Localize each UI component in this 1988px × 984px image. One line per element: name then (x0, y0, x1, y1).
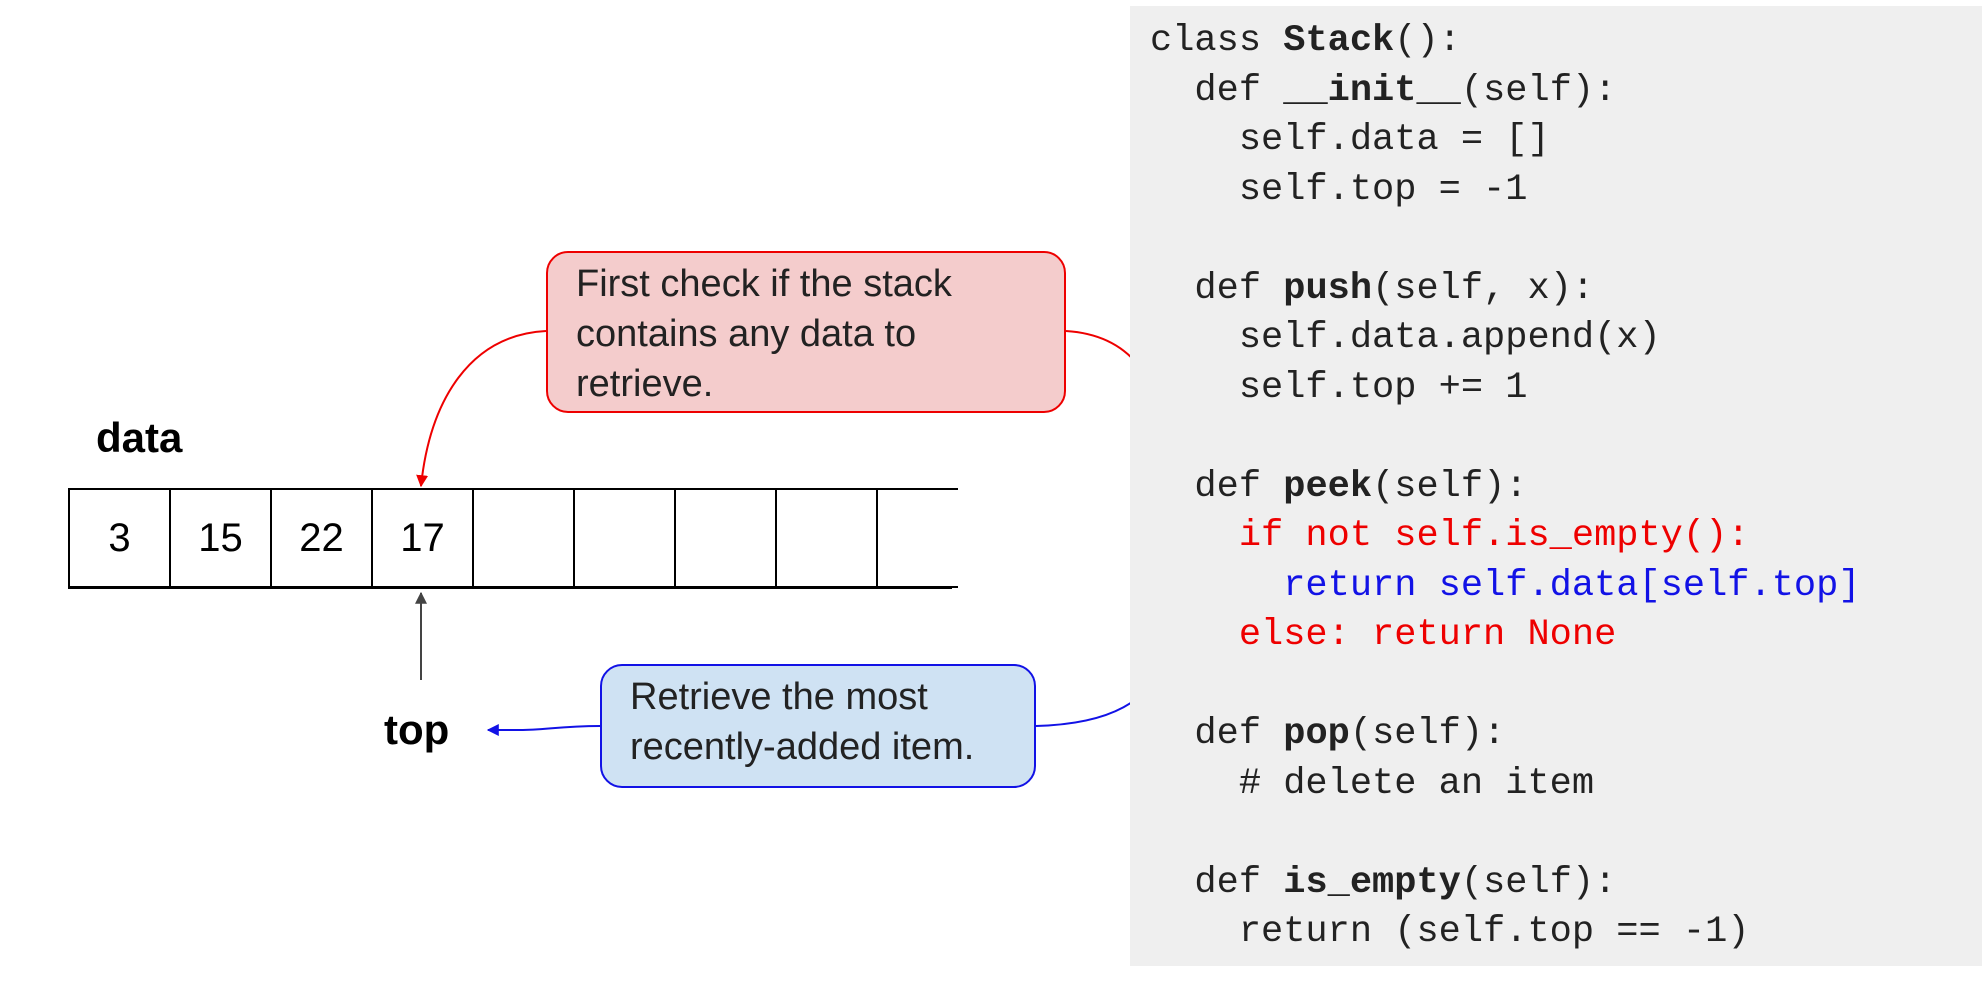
array-cell (674, 488, 775, 588)
array-cell: 22 (270, 488, 371, 588)
code-text: return self.data[self.top] (1150, 564, 1861, 607)
code-identifier: Stack (1283, 20, 1395, 62)
array-cell (472, 488, 573, 588)
code-text: def (1150, 713, 1284, 755)
code-text: def (1150, 465, 1284, 508)
check-empty-callout: First check if the stack contains any da… (546, 251, 1066, 413)
code-line: self.top = -1 (1150, 165, 1528, 215)
retrieve-to-top-arrow (486, 724, 601, 736)
code-text: def (1150, 69, 1284, 112)
code-line: def peek(self): (1150, 462, 1528, 512)
code-line: return self.data[self.top] (1150, 561, 1861, 611)
code-line: self.data.append(x) (1150, 313, 1661, 363)
array-cell: 3 (68, 488, 169, 588)
code-line: self.data = [] (1150, 115, 1550, 165)
array-cell (876, 488, 958, 588)
code-text: self.data = [] (1150, 119, 1550, 161)
code-identifier: pop (1283, 713, 1350, 755)
code-text: (self): (1349, 713, 1506, 755)
code-line: class Stack(): (1150, 16, 1461, 66)
code-line: self.top += 1 (1150, 363, 1528, 413)
code-text: # delete an item (1150, 762, 1595, 805)
code-text: self.top = -1 (1150, 168, 1528, 211)
code-line: # delete an item (1150, 759, 1594, 809)
code-identifier: is_empty (1283, 861, 1461, 904)
code-text: (): (1394, 20, 1461, 62)
top-pointer-label: top (384, 706, 450, 753)
code-panel: class Stack(): def __init__(self): self.… (1130, 6, 1982, 966)
array-cell: 15 (169, 488, 270, 588)
array-cell: 17 (371, 488, 472, 588)
code-text: def (1150, 861, 1284, 904)
code-text: else: return None (1150, 614, 1617, 656)
code-text: self.top += 1 (1150, 366, 1528, 409)
code-text: (self, x): (1372, 267, 1595, 310)
check-to-array-arrow (416, 330, 547, 488)
code-text: class (1150, 20, 1284, 62)
array-cell (573, 488, 674, 588)
code-text: self.data.append(x) (1150, 317, 1661, 359)
array-cell (775, 488, 876, 588)
code-line: if not self.is_empty(): (1150, 511, 1750, 561)
code-identifier: push (1283, 267, 1373, 310)
code-line: def __init__(self): (1150, 66, 1616, 116)
code-text: def (1150, 267, 1284, 310)
code-identifier: __init__ (1283, 69, 1461, 112)
code-text: if not self.is_empty(): (1150, 515, 1750, 557)
code-text: (self): (1460, 69, 1617, 112)
code-line: def pop(self): (1150, 709, 1505, 759)
code-text: (self): (1460, 861, 1617, 904)
code-line: def is_empty(self): (1150, 858, 1616, 908)
code-line: return (self.top == -1) (1150, 907, 1750, 957)
code-identifier: peek (1283, 465, 1373, 508)
code-text: (self): (1372, 465, 1528, 508)
array-label: data (96, 414, 183, 461)
retrieve-item-callout: Retrieve the most recently-added item. (600, 664, 1036, 788)
code-line: def push(self, x): (1150, 264, 1594, 314)
code-line: else: return None (1150, 610, 1616, 660)
code-text: return (self.top == -1) (1150, 911, 1750, 953)
